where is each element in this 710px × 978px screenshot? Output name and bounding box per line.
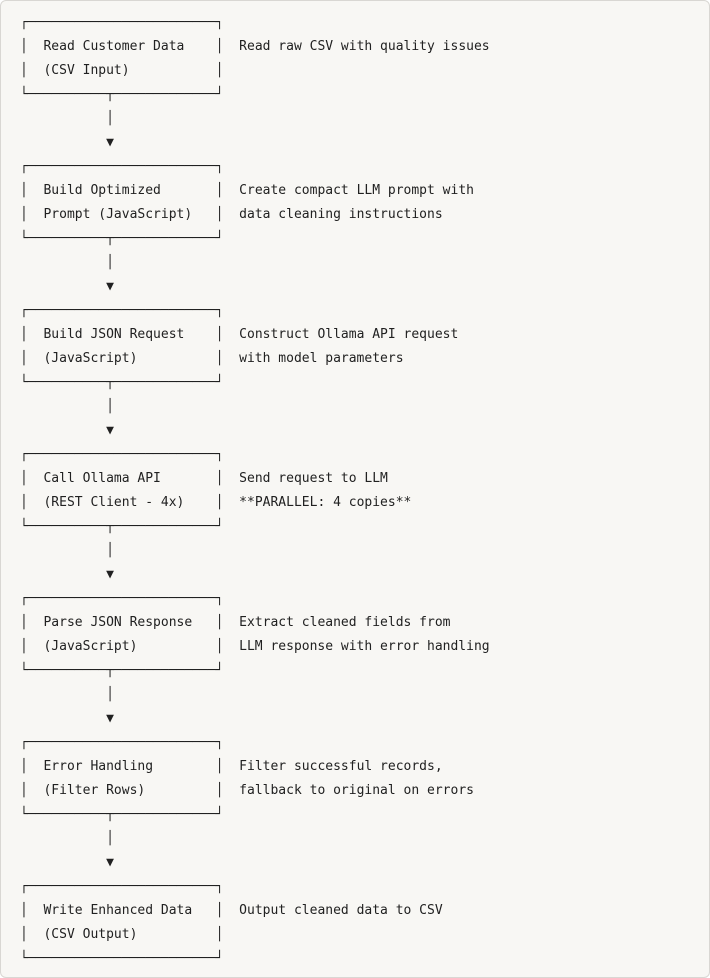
step-description-line2: **PARALLEL: 4 copies** bbox=[239, 495, 412, 510]
step-description-line2: with model parameters bbox=[239, 351, 404, 366]
flow-box-build-json-request: ┌────────────────────────┐ │ Build JSON … bbox=[20, 303, 459, 390]
flow-box-read-customer-data: ┌────────────────────────┐ │ Read Custom… bbox=[20, 15, 490, 102]
connector-line: │ bbox=[106, 255, 114, 270]
step-title: Build Optimized bbox=[43, 183, 161, 198]
step-subtitle: Prompt (JavaScript) bbox=[43, 207, 193, 222]
flow-connector: │ ▼ bbox=[20, 107, 697, 155]
step-title: Build JSON Request bbox=[43, 327, 185, 342]
step-subtitle: (Filter Rows) bbox=[43, 783, 146, 798]
step-subtitle: (JavaScript) bbox=[43, 639, 138, 654]
connector-line: │ bbox=[106, 831, 114, 846]
arrow-down-icon: ▼ bbox=[106, 279, 114, 294]
arrow-down-icon: ▼ bbox=[106, 135, 114, 150]
arrow-down-icon: ▼ bbox=[106, 711, 114, 726]
flow-box-build-optimized: ┌────────────────────────┐ │ Build Optim… bbox=[20, 159, 474, 246]
arrow-down-icon: ▼ bbox=[106, 855, 114, 870]
step-description-line2: data cleaning instructions bbox=[239, 207, 443, 222]
step-description-line1: Construct Ollama API request bbox=[239, 327, 459, 342]
flow-box-parse-json-response: ┌────────────────────────┐ │ Parse JSON … bbox=[20, 591, 490, 678]
flow-box-call-ollama-api: ┌────────────────────────┐ │ Call Ollama… bbox=[20, 447, 412, 534]
flow-box-write-enhanced-data: ┌────────────────────────┐ │ Write Enhan… bbox=[20, 879, 443, 966]
flow-connector: │ ▼ bbox=[20, 827, 697, 875]
step-description-line1: Send request to LLM bbox=[239, 471, 388, 486]
step-description-line1: Output cleaned data to CSV bbox=[239, 903, 443, 918]
flow-connector: │ ▼ bbox=[20, 683, 697, 731]
step-description-line2: fallback to original on errors bbox=[239, 783, 474, 798]
flow-connector: │ ▼ bbox=[20, 251, 697, 299]
flow-box-error-handling: ┌────────────────────────┐ │ Error Handl… bbox=[20, 735, 474, 822]
step-title: Read Customer Data bbox=[43, 39, 185, 54]
connector-line: │ bbox=[106, 399, 114, 414]
step-title: Call Ollama API bbox=[43, 471, 161, 486]
connector-line: │ bbox=[106, 687, 114, 702]
step-title: Error Handling bbox=[43, 759, 154, 774]
step-subtitle: (REST Client - 4x) bbox=[43, 495, 185, 510]
ascii-flowchart: ┌────────────────────────┐ │ Read Custom… bbox=[20, 11, 697, 971]
flow-connector: │ ▼ bbox=[20, 539, 697, 587]
step-title: Write Enhanced Data bbox=[43, 903, 193, 918]
step-description-line2: LLM response with error handling bbox=[239, 639, 490, 654]
step-description-line1: Read raw CSV with quality issues bbox=[239, 39, 490, 54]
flow-connector: │ ▼ bbox=[20, 395, 697, 443]
step-description-line1: Filter successful records, bbox=[239, 759, 443, 774]
arrow-down-icon: ▼ bbox=[106, 567, 114, 582]
step-title: Parse JSON Response bbox=[43, 615, 193, 630]
connector-line: │ bbox=[106, 543, 114, 558]
step-description-line1: Create compact LLM prompt with bbox=[239, 183, 474, 198]
step-subtitle: (CSV Input) bbox=[43, 63, 130, 78]
step-subtitle: (CSV Output) bbox=[43, 927, 138, 942]
step-description-line1: Extract cleaned fields from bbox=[239, 615, 451, 630]
step-subtitle: (JavaScript) bbox=[43, 351, 138, 366]
arrow-down-icon: ▼ bbox=[106, 423, 114, 438]
connector-line: │ bbox=[106, 111, 114, 126]
